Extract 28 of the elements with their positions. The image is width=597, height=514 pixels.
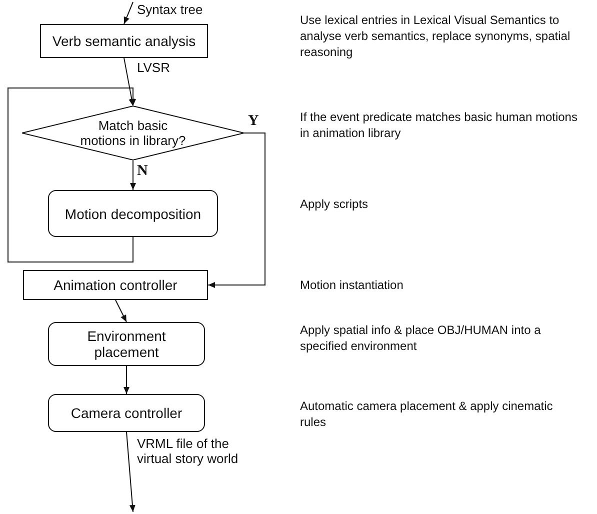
- annotation-text: If the event predicate matches basic human motions in animation library: [300, 109, 578, 141]
- edge-label: LVSR: [137, 60, 170, 75]
- process-box: [23, 270, 208, 300]
- arrow: [124, 2, 134, 24]
- arrow: [130, 160, 136, 190]
- arrow: [126, 432, 136, 512]
- arrow: [208, 132, 266, 288]
- edge-label: Syntax tree: [137, 2, 203, 17]
- decision-diamond: [22, 106, 244, 160]
- process-box: [48, 190, 218, 237]
- arrow: [8, 88, 136, 262]
- node-label: Camera controller: [70, 405, 184, 421]
- arrow: [115, 300, 127, 322]
- process-box: [48, 394, 205, 432]
- process-box: [48, 322, 205, 366]
- annotation-text: Apply spatial info & place OBJ/HUMAN into a specified environment: [300, 322, 542, 354]
- node-label: Motion decomposition: [64, 206, 202, 222]
- node-label: Match basic motions in library?: [79, 118, 187, 148]
- node-label: Verb semantic analysis: [51, 33, 197, 49]
- annotation-text: Motion instantiation: [300, 277, 404, 293]
- annotation-text: Use lexical entries in Lexical Visual Semantics to analyse verb semantics, replace synonyms, spatial reasoning: [300, 12, 572, 60]
- arrow: [124, 58, 135, 106]
- process-box: [40, 24, 208, 58]
- annotation-text: Automatic camera placement & apply cinematic rules: [300, 398, 554, 430]
- annotation-text: Apply scripts: [300, 196, 370, 212]
- node-label: Animation controller: [52, 277, 178, 293]
- node-label: Environment placement: [86, 328, 167, 360]
- arrow: [124, 366, 130, 394]
